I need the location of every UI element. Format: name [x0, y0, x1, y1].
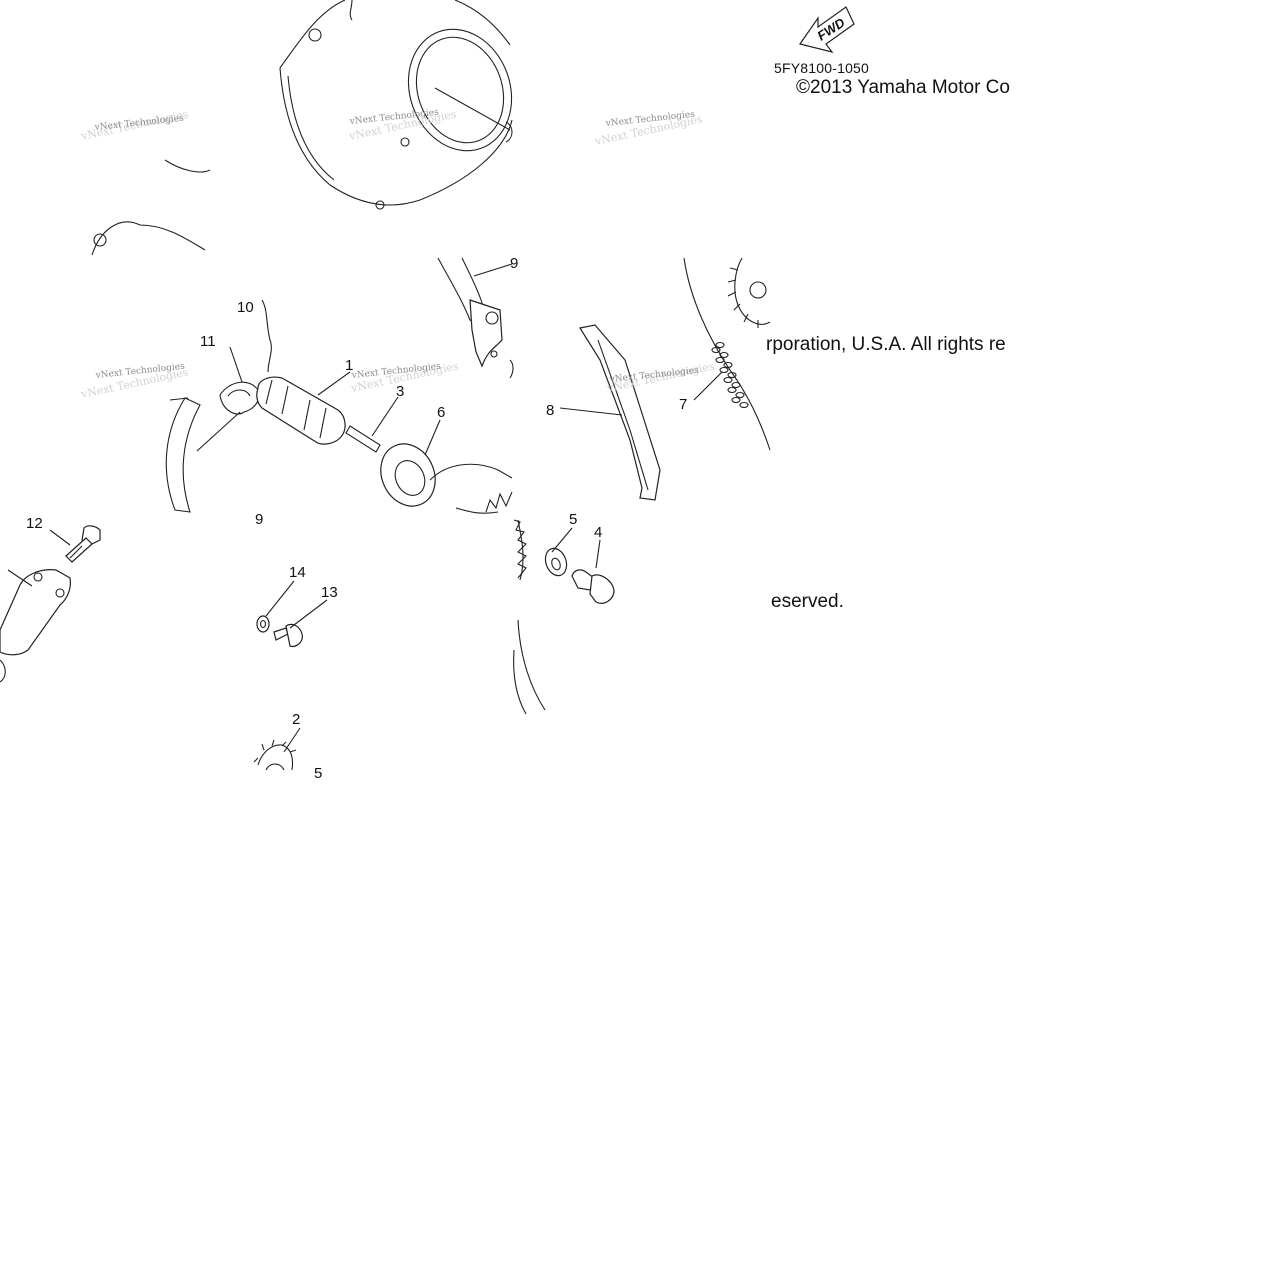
copyright-line-1: ©2013 Yamaha Motor Co — [796, 77, 1010, 98]
chain-guide-arm — [437, 257, 514, 379]
callout-3: 3 — [396, 383, 404, 400]
callout-12: 12 — [26, 515, 43, 532]
copyright-line-2: rporation, U.S.A. All rights re — [766, 334, 1006, 355]
callout-8: 8 — [546, 402, 554, 419]
guide-and-chain — [559, 257, 771, 501]
callout-2: 2 — [292, 711, 300, 728]
callout-11: 11 — [200, 333, 216, 350]
callout-9a: 9 — [510, 255, 518, 272]
fwd-arrow-icon: FWD — [799, 6, 855, 53]
callout-13: 13 — [321, 584, 338, 601]
drive-chain — [711, 341, 749, 409]
cover-fragment — [91, 159, 211, 256]
tensioner-bolt-assembly — [0, 525, 101, 683]
callout-7: 7 — [679, 396, 687, 413]
callout-5a: 5 — [569, 511, 577, 528]
crank-sprocket-fragment — [253, 727, 301, 771]
crankcase-cover — [279, 0, 513, 210]
callout-6: 6 — [437, 404, 445, 421]
callout-10: 10 — [237, 299, 254, 316]
sprocket-bolt-assembly — [513, 519, 615, 715]
callout-1: 1 — [345, 357, 353, 374]
callout-9b: 9 — [255, 511, 263, 528]
tensioner-assembly — [165, 299, 513, 514]
callout-5b: 5 — [314, 765, 322, 782]
callout-14: 14 — [289, 564, 306, 581]
copyright-line-3: eserved. — [771, 591, 844, 612]
drawing-code: 5FY8100-1050 — [774, 60, 870, 76]
bolt-and-washer — [256, 580, 328, 647]
callout-4: 4 — [594, 524, 602, 541]
